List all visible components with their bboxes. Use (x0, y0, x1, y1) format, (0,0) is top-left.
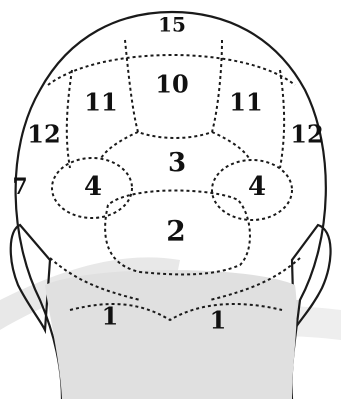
region-3-label: 3 (168, 148, 186, 178)
region-12-right-label: 12 (290, 120, 323, 149)
region-15-label: 15 (158, 13, 186, 37)
lower-head-shading (45, 270, 297, 399)
region-1-right-label: 1 (210, 306, 227, 335)
region-11-left-boundary (67, 70, 72, 168)
region-10-label: 10 (155, 70, 188, 99)
region-2-label: 2 (166, 215, 185, 248)
region-7-label: 7 (12, 174, 27, 200)
region-11-left-label: 11 (84, 88, 117, 117)
region-11-right-label: 11 (229, 88, 262, 117)
region-4-right-label: 4 (248, 172, 266, 202)
region-4-left-label: 4 (84, 172, 102, 202)
region-12-left-label: 12 (27, 120, 60, 149)
region-11-right-boundary (280, 70, 284, 168)
region-1-left-label: 1 (102, 302, 119, 331)
